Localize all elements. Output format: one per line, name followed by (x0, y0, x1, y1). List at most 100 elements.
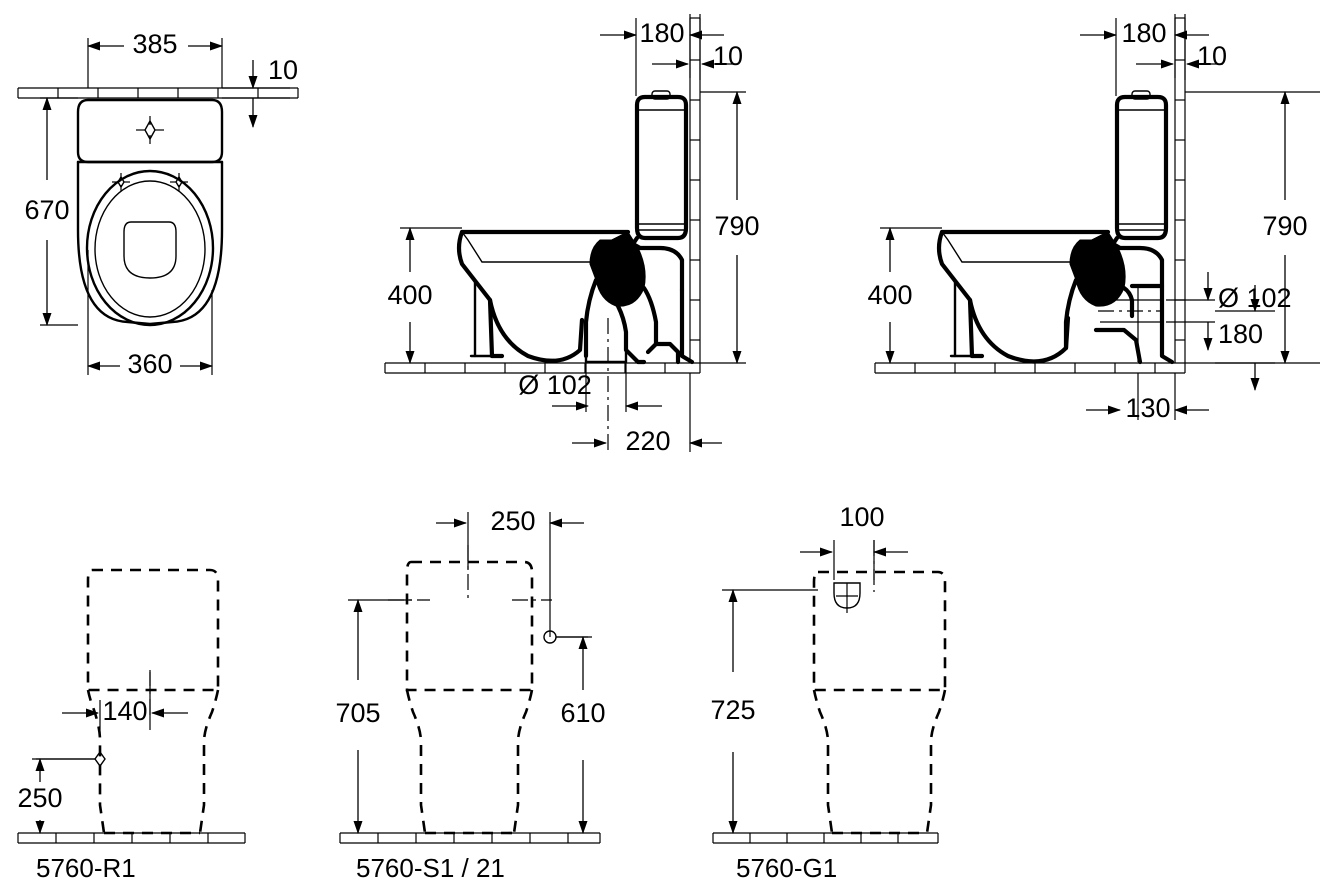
dim-r-400: 400 (867, 227, 942, 364)
side-view-r-cistern (1114, 94, 1169, 241)
top-view-seat-outer (85, 169, 215, 327)
side-view-s-flush-button-icon (651, 90, 671, 100)
dim-g1-725: 725 (710, 589, 818, 834)
top-view-wall (17, 87, 299, 99)
dim-r-180b: 180 (1215, 285, 1275, 391)
dim-s-220-label: 220 (625, 426, 670, 456)
side-view-r-basin (967, 297, 1071, 364)
front-view-s1-cistern (405, 560, 534, 692)
front-view-r1: 140 250 5760-R1 (17, 568, 246, 883)
side-view-r-bowl-left (936, 229, 985, 359)
side-view-r-connector (1110, 235, 1165, 293)
side-view-s-basin (487, 297, 585, 363)
dim-r-790-label: 790 (1262, 211, 1307, 241)
dim-s-400-label: 400 (387, 280, 432, 310)
dim-385-label: 385 (132, 29, 177, 59)
dim-s1-705-label: 705 (335, 698, 380, 728)
dim-r-180: 180 (1080, 14, 1209, 96)
dim-s-790-label: 790 (714, 211, 759, 241)
dim-r-10: 10 (1136, 14, 1227, 80)
dim-670: 670 (24, 97, 78, 326)
front-view-r1-cistern (86, 568, 220, 692)
top-view-cistern (76, 98, 224, 164)
dim-s-102: Ø 102 (518, 363, 662, 412)
dim-670-label: 670 (24, 195, 69, 225)
side-view-r-outlet-bottom (1093, 327, 1143, 365)
dim-360: 360 (87, 250, 213, 379)
side-view-r: 180 10 400 790 (867, 14, 1320, 423)
side-view-s-trap-fill (589, 231, 646, 307)
side-view-s-cistern (634, 94, 689, 241)
dim-s1-610: 610 (556, 636, 606, 834)
dim-s-10-label: 10 (713, 41, 743, 71)
front-view-s1-bowl-right (512, 689, 534, 834)
dim-s1-610-label: 610 (560, 698, 605, 728)
dim-r1-250: 250 (17, 758, 95, 834)
front-view-g1: 100 725 5760-G1 (710, 502, 947, 883)
front-view-g1-flush-valve-icon (833, 582, 861, 613)
side-view-s-outlet-rear (653, 341, 681, 365)
front-view-s1-floor (339, 832, 601, 844)
dim-360-label: 360 (127, 349, 172, 379)
side-view-r-flush-button-icon (1131, 90, 1151, 100)
dim-r-130-label: 130 (1125, 393, 1170, 423)
front-view-g1-bowl-left (812, 689, 834, 834)
dim-g1-100: 100 (800, 502, 908, 580)
model-label-r1: 5760-R1 (36, 853, 136, 883)
dim-s-180: 180 (600, 14, 724, 96)
top-view-seat-inner (94, 180, 206, 318)
dim-r1-140-label: 140 (102, 696, 147, 726)
side-view-r-wall (1174, 17, 1186, 363)
front-view-g1-cistern (812, 570, 947, 692)
top-view: 385 10 670 360 (17, 29, 299, 379)
front-view-g1-bowl-right (925, 689, 947, 834)
dim-g1-725-label: 725 (710, 695, 755, 725)
fixing-hole-marker-right-icon (170, 173, 188, 191)
side-view-r-outlet-upper (1121, 285, 1135, 319)
side-view-r-floor (874, 362, 1186, 374)
dim-r-400-label: 400 (867, 280, 912, 310)
dim-r-130: 130 (1086, 373, 1209, 423)
side-view-s-rear-wall (679, 287, 695, 365)
side-view-s-bowl-left (456, 229, 505, 359)
front-view-s1-bowl-left (405, 689, 427, 834)
dim-10-top: 10 (222, 55, 298, 128)
front-view-g1-floor (712, 832, 939, 844)
dim-r-180-label: 180 (1121, 18, 1166, 48)
flush-button-marker-icon (136, 116, 164, 144)
dim-r-180b-label: 180 (1218, 319, 1263, 349)
dim-s1-250: 250 (436, 506, 584, 637)
model-label-s1: 5760-S1 / 21 (356, 853, 505, 883)
side-view-s: 180 10 400 790 (384, 14, 760, 456)
side-view-s-trap-pipe (583, 277, 599, 359)
top-view-flush-opening (123, 221, 177, 279)
dim-s-400: 400 (387, 227, 462, 364)
dim-s-220: 220 (572, 373, 722, 456)
front-view-r1-bowl-right (198, 689, 220, 834)
dim-10-top-label: 10 (268, 55, 298, 85)
dim-s-10: 10 (652, 14, 743, 80)
dim-r1-140: 140 (62, 672, 188, 735)
side-view-s-outlet-body (641, 285, 659, 355)
model-label-g1: 5760-G1 (736, 853, 837, 883)
side-view-r-rear-wall (1159, 287, 1175, 365)
side-view-s-connector (630, 235, 685, 293)
dim-g1-100-label: 100 (839, 502, 884, 532)
dim-r1-250-label: 250 (17, 783, 62, 813)
side-view-s-floor (384, 362, 701, 374)
side-view-s-outlet-wall (615, 303, 647, 365)
dim-385: 385 (87, 29, 223, 88)
front-view-s1: 250 705 610 5760-S1 / 21 (335, 506, 605, 883)
front-view-r1-floor (17, 832, 246, 844)
side-view-s-wall (689, 17, 701, 363)
dim-s1-250-label: 250 (490, 506, 535, 536)
side-view-s-waste-outlet (584, 348, 628, 364)
dim-r-10-label: 10 (1197, 41, 1227, 71)
dim-s-180-label: 180 (639, 18, 684, 48)
dim-s-102-label: Ø 102 (518, 370, 592, 400)
dim-s-790: 790 (700, 91, 760, 364)
dim-s1-705: 705 (335, 599, 412, 834)
side-view-r-trap-fill (1069, 231, 1126, 307)
side-view-r-trap-pipe (1063, 277, 1079, 351)
